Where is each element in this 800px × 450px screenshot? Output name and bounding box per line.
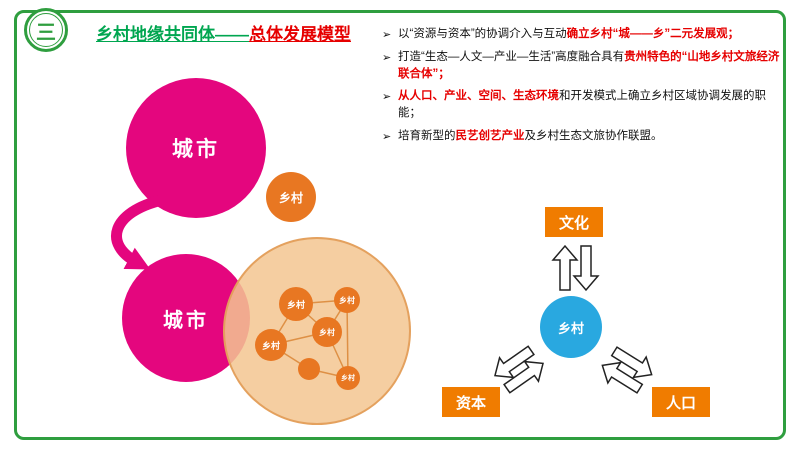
- bullet-marker-icon: ➢: [382, 51, 392, 64]
- village-node-label: 乡村: [339, 295, 355, 305]
- factor-box-population: 人口: [652, 387, 710, 417]
- bullet-segment: 和开发模式上确立乡村区域协调发展的职能；: [398, 90, 766, 120]
- rural-region-circle: [223, 237, 411, 425]
- slide-number-badge: 三: [24, 8, 68, 52]
- bullet-segment-highlight: 确立乡村“城——乡”二元发展观；: [566, 28, 740, 40]
- village-node: 乡村: [255, 329, 287, 361]
- page-title: 乡村地缘共同体——总体发展模型: [96, 20, 351, 45]
- bullet-item: ➢ 以“资源与资本”的协调介入与互动确立乡村“城——乡”二元发展观；: [382, 26, 788, 44]
- bullet-segment: 培育新型的: [398, 129, 456, 142]
- village-node: 乡村: [336, 366, 360, 390]
- title-main: 乡村地缘共同体——: [96, 25, 249, 44]
- village-hub-circle: 乡村: [540, 296, 602, 358]
- bullet-segment-highlight: 民艺创艺产业: [455, 129, 525, 142]
- factor-box-culture-label: 文化: [558, 214, 589, 232]
- slide-frame: [14, 10, 786, 440]
- city-circle-top: 城市: [126, 78, 266, 218]
- bullet-marker-icon: ➢: [382, 130, 392, 143]
- bullet-text: 培育新型的民艺创艺产业及乡村生态文旅协作联盟。: [398, 128, 788, 146]
- bullet-list: ➢ 以“资源与资本”的协调介入与互动确立乡村“城——乡”二元发展观； ➢ 打造“…: [382, 26, 788, 150]
- village-node: 乡村: [312, 317, 342, 347]
- slide-number-text: 三: [36, 21, 56, 44]
- bullet-segment: 以“资源与资本”的协调介入与互动: [398, 28, 567, 40]
- bullet-segment-highlight: 从人口、产业、空间、生态环境: [398, 90, 559, 102]
- factor-box-population-label: 人口: [665, 394, 696, 412]
- bullet-item: ➢ 培育新型的民艺创艺产业及乡村生态文旅协作联盟。: [382, 128, 788, 146]
- factor-box-capital-label: 资本: [455, 394, 486, 412]
- bullet-marker-icon: ➢: [382, 91, 392, 103]
- bullet-segment-highlight: 贵州特色的“山地乡村文旅经济联合体”；: [398, 50, 780, 80]
- bullet-item: ➢ 打造“生态—人文—产业—生活”高度融合具有贵州特色的“山地乡村文旅经济联合体…: [382, 49, 788, 84]
- bullet-text: 从人口、产业、空间、生态环境和开发模式上确立乡村区域协调发展的职能；: [398, 88, 788, 123]
- village-circle-small-label: 乡村: [278, 190, 303, 205]
- bullet-segment: 及乡村生态文旅协作联盟。: [524, 129, 663, 142]
- bullet-text: 以“资源与资本”的协调介入与互动确立乡村“城——乡”二元发展观；: [398, 26, 788, 44]
- city-circle-bottom-label: 城市: [163, 309, 209, 332]
- village-node-label: 乡村: [261, 340, 280, 351]
- village-circle-small: 乡村: [266, 172, 316, 222]
- title-sub: 总体发展模型: [249, 25, 351, 44]
- village-node-label: 乡村: [319, 327, 335, 337]
- village-node: 乡村: [334, 287, 360, 313]
- bullet-text: 打造“生态—人文—产业—生活”高度融合具有贵州特色的“山地乡村文旅经济联合体”；: [398, 49, 788, 84]
- bullet-marker-icon: ➢: [382, 29, 392, 41]
- bullet-segment: 打造“生态—人文—产业—生活”高度融合具有: [398, 50, 625, 63]
- village-node: 乡村: [279, 287, 313, 321]
- village-node-label: 乡村: [341, 375, 355, 382]
- bullet-item: ➢ 从人口、产业、空间、生态环境和开发模式上确立乡村区域协调发展的职能；: [382, 88, 788, 123]
- village-node: [298, 358, 320, 380]
- village-node-label: 乡村: [286, 299, 305, 310]
- factor-box-culture: 文化: [545, 207, 603, 237]
- factor-box-capital: 资本: [442, 387, 500, 417]
- city-circle-top-label: 城市: [172, 138, 220, 161]
- village-hub-label: 乡村: [557, 320, 584, 336]
